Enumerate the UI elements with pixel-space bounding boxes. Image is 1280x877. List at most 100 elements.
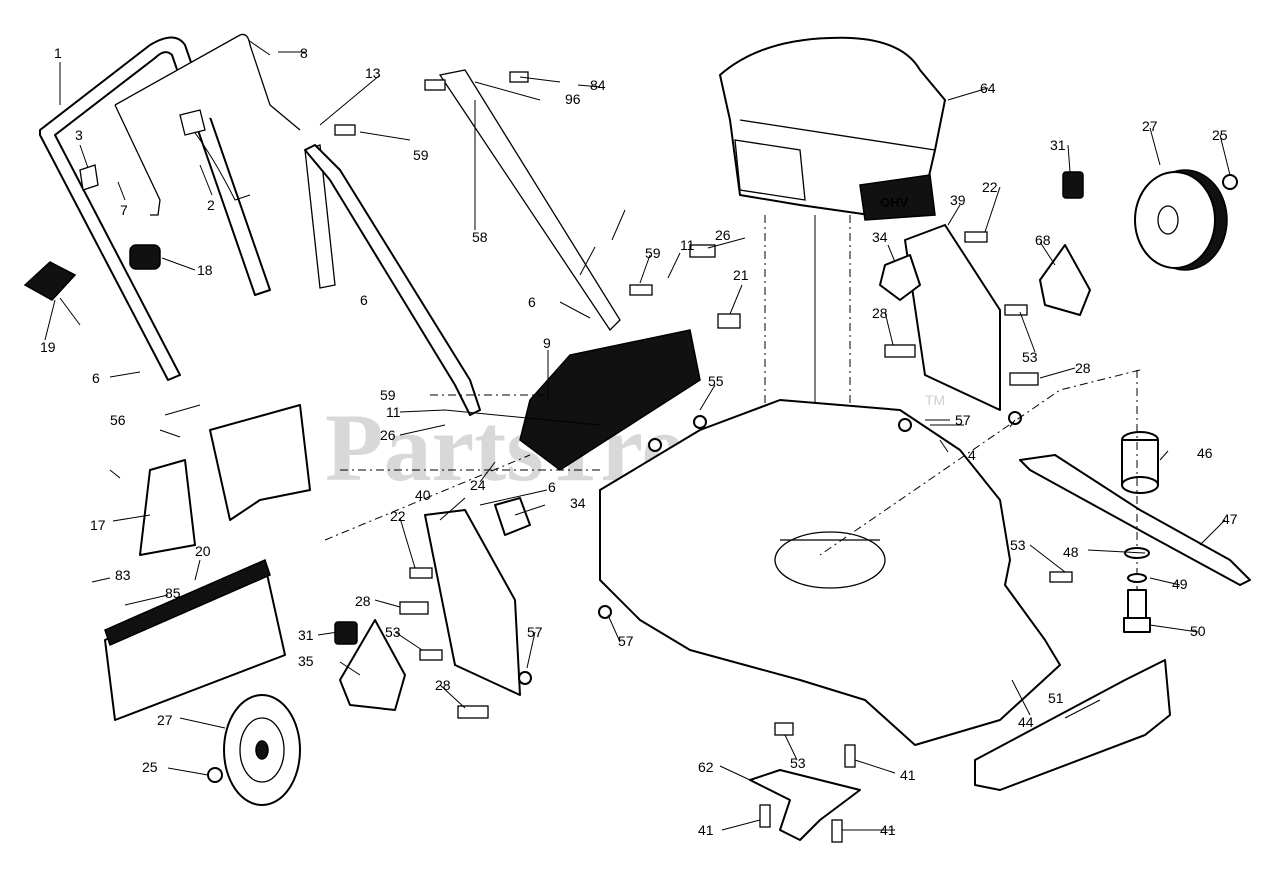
callout-6-mid: 6: [528, 294, 536, 310]
callout-85: 85: [165, 585, 181, 601]
front-wheel-27[interactable]: [1134, 169, 1228, 271]
bracket-17[interactable]: [139, 459, 196, 556]
callout-31-right: 31: [1050, 137, 1066, 153]
callout-59-upper: 59: [413, 147, 429, 163]
rear-wheel-27[interactable]: [223, 694, 301, 806]
handle-knob-19[interactable]: [23, 261, 81, 326]
callout-11-lower: 11: [386, 404, 401, 420]
deflector-56[interactable]: [209, 404, 311, 521]
height-adjuster-39[interactable]: [904, 224, 1001, 411]
callout-83: 83: [115, 567, 131, 583]
callout-6-lower: 6: [548, 479, 556, 495]
blade-adapter-46[interactable]: [1121, 431, 1159, 494]
callout-25-right: 25: [1212, 127, 1228, 143]
callout-41-right: 41: [900, 767, 916, 783]
callout-13: 13: [365, 65, 381, 81]
callout-28-upper-left: 28: [872, 305, 888, 321]
callout-57-left: 57: [618, 633, 634, 649]
callout-64: 64: [980, 80, 996, 96]
callout-55: 55: [708, 373, 724, 389]
bolt-53[interactable]: [419, 304, 1073, 736]
nut-55[interactable]: [648, 415, 707, 452]
callout-53-right: 53: [1022, 349, 1038, 365]
callout-53-lower: 53: [790, 755, 806, 771]
callout-58: 58: [472, 229, 488, 245]
callout-31-left: 31: [298, 627, 314, 643]
engine-brand-label: OHV: [880, 195, 909, 210]
callout-34-left: 34: [570, 495, 586, 511]
bolt-28[interactable]: [399, 344, 1039, 719]
leader-lines: [44, 39, 1231, 831]
callout-48: 48: [1063, 544, 1079, 560]
callout-3: 3: [75, 127, 83, 143]
deck-plate-51[interactable]: [974, 659, 1171, 791]
callout-41-lower: 41: [880, 822, 896, 838]
height-adjuster-40[interactable]: [424, 509, 521, 696]
callout-59-mid: 59: [645, 245, 661, 261]
wheel-bracket-68[interactable]: [1039, 244, 1091, 316]
blade-47[interactable]: [1019, 454, 1251, 586]
callout-27-right: 27: [1142, 118, 1158, 134]
callout-22-left: 22: [390, 508, 406, 524]
callout-1: 1: [54, 45, 62, 61]
callout-2: 2: [207, 197, 215, 213]
callout-21: 21: [733, 267, 749, 283]
wheel-bracket-35[interactable]: [339, 619, 406, 711]
spring-21[interactable]: [717, 313, 741, 329]
callout-7: 7: [120, 202, 128, 218]
grass-bag-frame-9[interactable]: [519, 329, 701, 471]
cable-clip-3[interactable]: [79, 164, 99, 191]
callout-6-left: 6: [92, 370, 100, 386]
handle-bolts[interactable]: [334, 71, 716, 296]
callout-18: 18: [197, 262, 213, 278]
blade-bolt-50[interactable]: [1123, 589, 1151, 633]
mower-deck-44[interactable]: [599, 399, 1061, 746]
callout-9: 9: [543, 335, 551, 351]
callout-22-right: 22: [982, 179, 998, 195]
callout-41-left: 41: [698, 822, 714, 838]
callout-27-left: 27: [157, 712, 173, 728]
callout-46: 46: [1197, 445, 1213, 461]
callout-53-left: 53: [385, 624, 401, 640]
bolt-41[interactable]: [759, 744, 856, 843]
callout-96: 96: [565, 91, 581, 107]
control-bail[interactable]: [114, 33, 301, 216]
callout-62: 62: [698, 759, 714, 775]
callout-50: 50: [1190, 623, 1206, 639]
callout-35: 35: [298, 653, 314, 669]
rear-guard-20[interactable]: [104, 558, 286, 721]
callout-19: 19: [40, 339, 56, 355]
callout-51: 51: [1048, 690, 1064, 706]
callout-39: 39: [950, 192, 966, 208]
callout-44: 44: [1018, 714, 1034, 730]
callout-4: 4: [968, 447, 976, 463]
bolt-22[interactable]: [409, 231, 988, 579]
callout-6-handle: 6: [360, 292, 368, 308]
knob-34[interactable]: [494, 254, 921, 536]
callout-25-left: 25: [142, 759, 158, 775]
callout-numbers: 1 2 3 4 6 6 6 6 7 8 9 11 11 13 17 18 19 …: [40, 45, 1238, 838]
callout-56: 56: [110, 412, 126, 428]
control-cable[interactable]: [179, 109, 251, 201]
engine-64[interactable]: OHV: [719, 36, 946, 221]
callout-57-mid: 57: [527, 624, 543, 640]
bracket-62[interactable]: [749, 769, 861, 841]
lower-handle[interactable]: [304, 69, 621, 416]
callout-26-lower: 26: [380, 427, 396, 443]
callout-59-lower: 59: [380, 387, 396, 403]
callout-20: 20: [195, 543, 211, 559]
callout-84: 84: [590, 77, 606, 93]
spring-31[interactable]: [334, 171, 1084, 645]
callout-11-upper: 11: [680, 237, 695, 253]
washer-49[interactable]: [1127, 573, 1147, 583]
assembly-dash-lines: [324, 369, 1141, 556]
handle-knob-18[interactable]: [129, 244, 161, 270]
callout-28-lower: 28: [435, 677, 451, 693]
callout-47: 47: [1222, 511, 1238, 527]
callout-57-right: 57: [955, 412, 971, 428]
callout-24: 24: [470, 477, 486, 493]
callout-49: 49: [1172, 576, 1188, 592]
callout-53-mid: 53: [1010, 537, 1026, 553]
callout-68: 68: [1035, 232, 1051, 248]
